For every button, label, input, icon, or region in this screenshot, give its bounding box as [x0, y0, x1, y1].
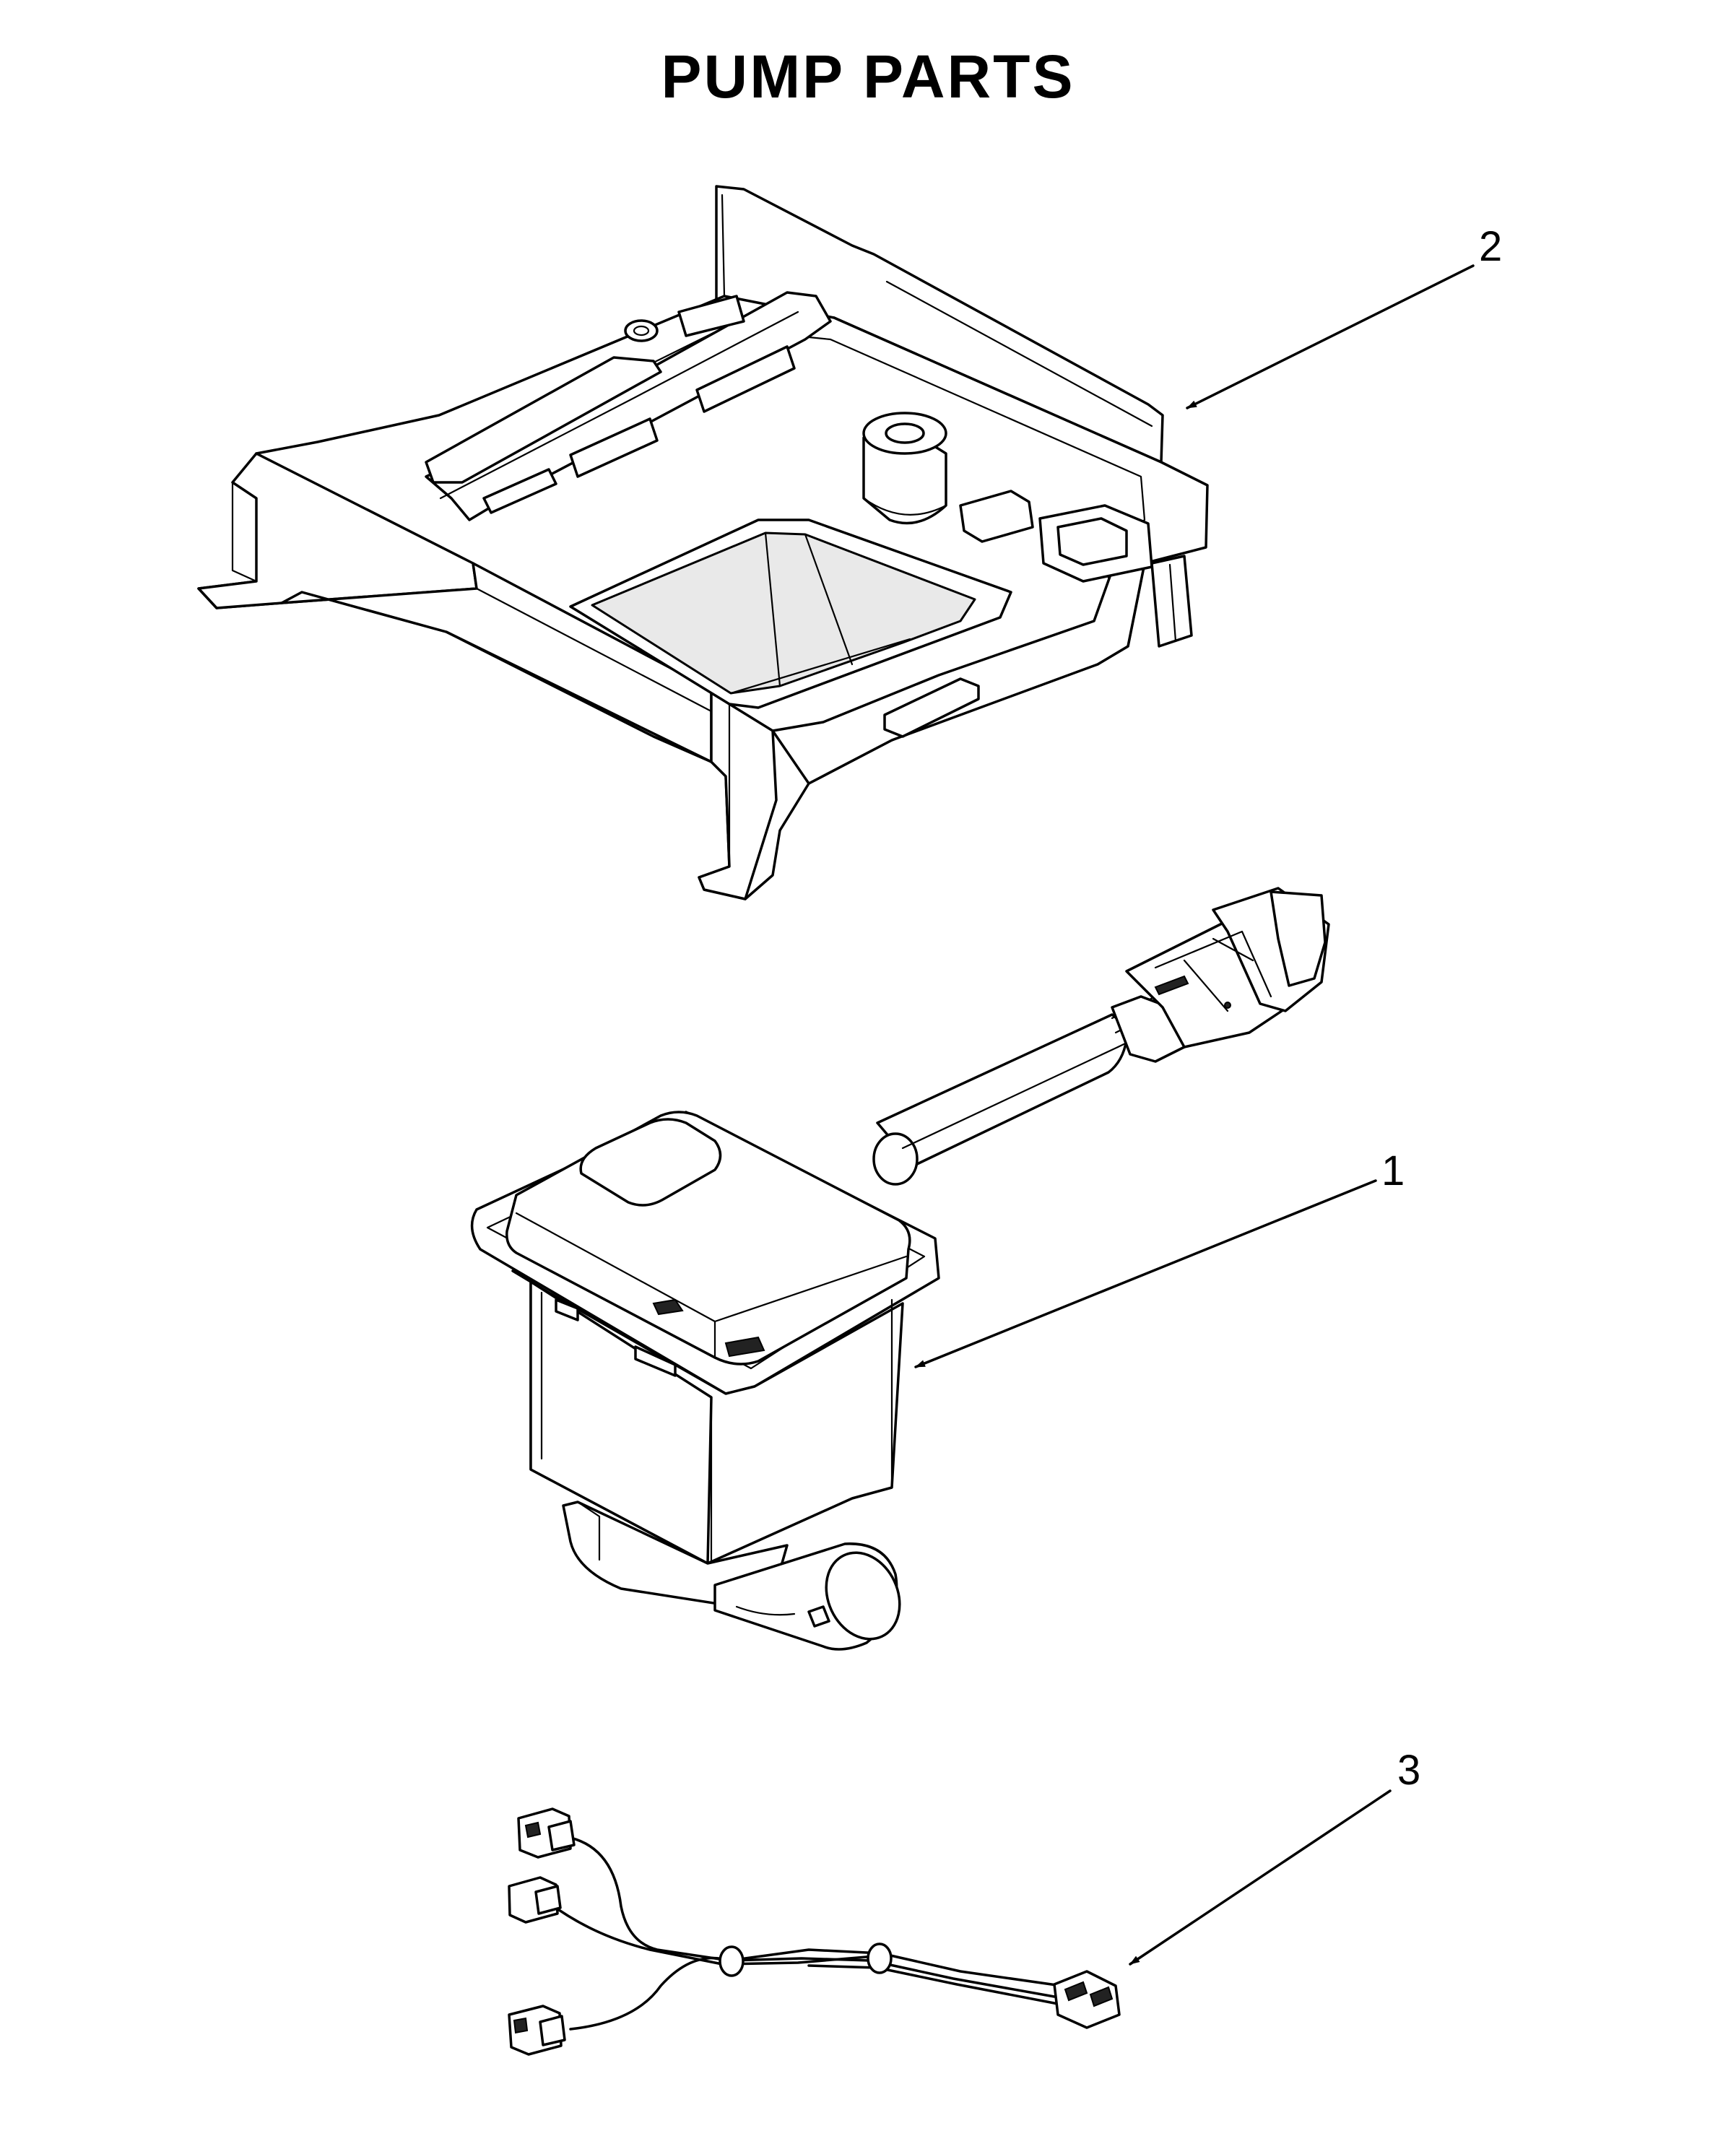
pump-drawing	[470, 887, 1330, 1651]
callout-2-leader	[1186, 264, 1475, 409]
callout-3-label: 3	[1397, 1747, 1421, 1794]
page-title: PUMP PARTS	[661, 43, 1075, 110]
callout-3-leader	[1129, 1789, 1392, 1966]
callout-1-label: 1	[1381, 1147, 1405, 1194]
wire-harness-drawing	[508, 1807, 1121, 2056]
callout-2-label: 2	[1479, 223, 1503, 270]
callout-1-leader	[914, 1179, 1377, 1368]
pump-housing-drawing	[197, 185, 1209, 900]
